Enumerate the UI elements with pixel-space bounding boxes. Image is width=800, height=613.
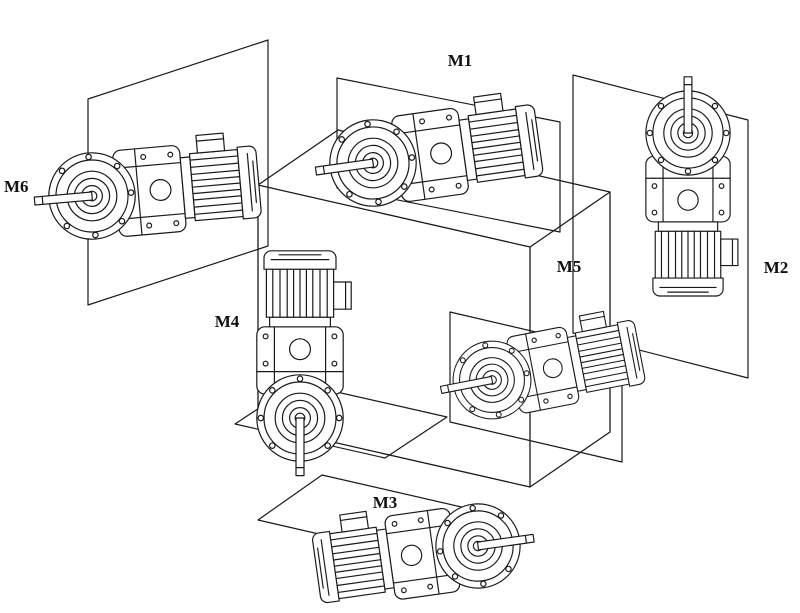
label-m3: M3 [373,493,398,512]
label-m6: M6 [4,177,29,196]
label-m4: M4 [215,312,240,331]
gearmotor-m2 [645,76,739,297]
gearmotor-m3 [309,488,541,611]
label-m2: M2 [764,258,789,277]
gearmotor-m5 [431,305,648,429]
gearmotor-m6 [29,129,263,245]
gearmotor-m1 [308,88,546,215]
label-m5: M5 [557,257,582,276]
gearmotor-m4 [256,250,352,477]
label-m1: M1 [448,51,473,70]
